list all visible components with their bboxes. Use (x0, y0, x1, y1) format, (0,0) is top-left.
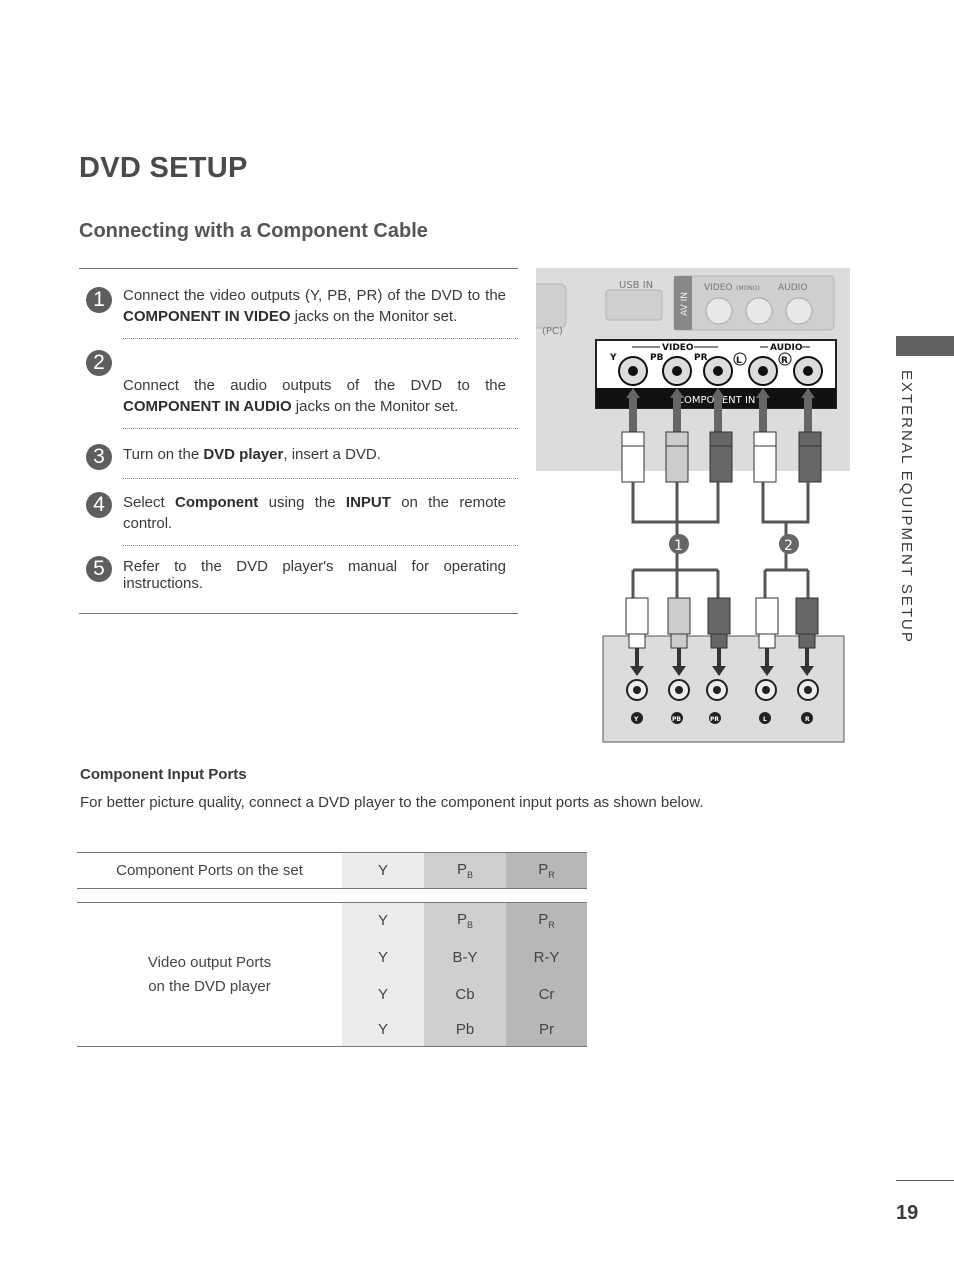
player-port-pr: Cr (506, 975, 587, 1013)
page-title: DVD SETUP (79, 152, 248, 184)
table-row: Y Cb Cr (77, 975, 587, 1013)
table-row: Y B-Y R-Y (77, 938, 587, 976)
svg-text:L: L (763, 716, 767, 723)
set-port-y: Y (342, 852, 424, 889)
lower-plugs (625, 597, 819, 676)
step-separator (123, 428, 518, 429)
table-row: Y Pb Pr (77, 1012, 587, 1047)
step-2-number: 2 (86, 350, 112, 376)
component-jacks (618, 356, 823, 386)
player-port-pb: B-Y (424, 938, 506, 976)
table-row: Video output Ports on the DVD player Y P… (77, 902, 587, 1047)
dvd-port-labels: Y PB PR L R (631, 712, 813, 724)
av-video-label: VIDEO (704, 283, 733, 293)
component-video-label: VIDEO (662, 343, 694, 353)
step-4-text: Select Component using the INPUT on the … (123, 494, 506, 532)
av-audio-label: AUDIO (778, 283, 807, 293)
set-port-pb: PB (424, 852, 506, 889)
dvd-jacks (626, 679, 819, 701)
jack-r-label: R (781, 356, 788, 366)
player-port-y: Y (342, 1012, 424, 1047)
av-audio-r-jack (785, 297, 813, 325)
player-port-pb: PB (424, 902, 506, 939)
step-separator (123, 338, 518, 339)
usb-port (605, 289, 663, 321)
player-ports-label: Video output Ports on the DVD player (77, 902, 342, 1047)
component-audio-label: AUDIO (770, 343, 803, 353)
player-port-pb: Cb (424, 975, 506, 1013)
av-audio-l-jack (745, 297, 773, 325)
jack-y-label: Y (609, 353, 617, 363)
player-port-pb: Pb (424, 1012, 506, 1047)
av-video-jack (705, 297, 733, 325)
player-port-pr: Pr (506, 1012, 587, 1047)
section-title: Connecting with a Component Cable (79, 220, 428, 242)
group-1-label: 1 (674, 538, 683, 554)
step-5-number: 5 (86, 556, 112, 582)
group-1-badge (669, 534, 689, 554)
jack-l-label: L (736, 356, 742, 366)
usb-in-label: USB IN (619, 280, 653, 291)
steps-list: 1 Connect the video outputs (Y, PB, PR) … (79, 268, 518, 614)
av-in-tab (674, 276, 692, 330)
step-5-text: Refer to the DVD player's manual for ope… (123, 558, 506, 592)
section-tab-marker (896, 336, 954, 356)
player-port-y: Y (342, 975, 424, 1013)
page-number-rule (896, 1180, 954, 1181)
group-2-badge (779, 534, 799, 554)
step-3-text: Turn on the DVD player, insert a DVD. (123, 446, 381, 463)
av-mono-label: (MONO) (736, 285, 760, 292)
set-ports-row: Component Ports on the set Y PB PR (77, 852, 587, 889)
svg-text:Y: Y (633, 716, 639, 723)
step-4-number: 4 (86, 492, 112, 518)
jack-pr-label: PR (694, 353, 708, 363)
step-2-text: Connect the audio outputs of the DVD to … (123, 377, 506, 415)
step-3-number: 3 (86, 444, 112, 470)
component-ports-description: For better picture quality, connect a DV… (80, 794, 704, 811)
chapter-side-label: EXTERNAL EQUIPMENT SETUP (898, 370, 915, 644)
set-ports-table: Component Ports on the set Y PB PR (77, 852, 587, 889)
component-connection-diagram: (PC) USB IN AV IN VIDEO (MONO) AUDIO COM… (536, 268, 850, 743)
player-port-pr: R-Y (506, 938, 587, 976)
player-ports-table: Video output Ports on the DVD player Y P… (77, 902, 587, 1047)
set-ports-label: Component Ports on the set (77, 852, 342, 889)
component-ports-title: Component Input Ports (80, 766, 247, 783)
player-port-y: Y (342, 938, 424, 976)
svg-text:PB: PB (672, 716, 681, 723)
step-1-number: 1 (86, 287, 112, 313)
step-separator (123, 478, 518, 479)
step-1-text: Connect the video outputs (Y, PB, PR) of… (123, 287, 506, 325)
step-separator (123, 545, 518, 546)
player-port-y: Y (342, 902, 424, 939)
pc-port-label: (PC) (542, 326, 563, 337)
jack-pb-label: PB (650, 353, 664, 363)
av-in-label: AV IN (680, 292, 690, 316)
player-port-pr: PR (506, 902, 587, 939)
page-number: 19 (896, 1202, 919, 1224)
rgb-pc-port (536, 283, 567, 329)
set-port-pr: PR (506, 852, 587, 889)
svg-text:PR: PR (710, 716, 719, 723)
group-2-label: 2 (784, 538, 793, 554)
svg-text:R: R (805, 716, 810, 723)
